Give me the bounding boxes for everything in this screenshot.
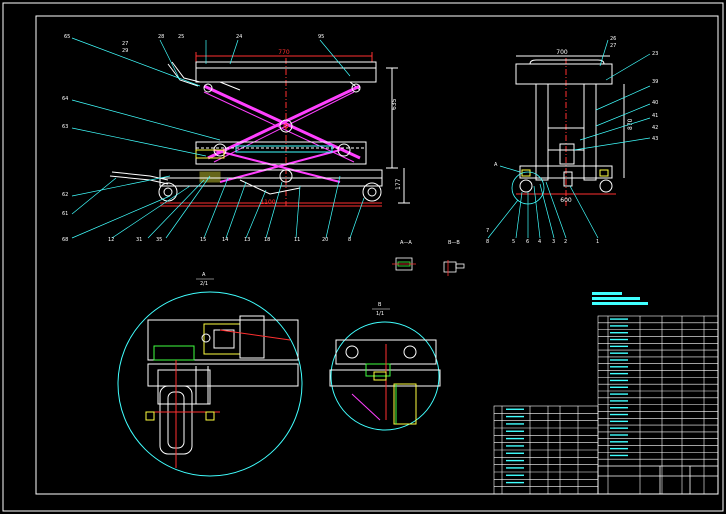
svg-text:12: 12 — [108, 237, 114, 243]
parts-row-text — [610, 407, 628, 409]
svg-text:31: 31 — [136, 237, 142, 243]
parts-row-text — [610, 447, 628, 450]
svg-text:13: 13 — [244, 237, 250, 243]
svg-text:1: 1 — [596, 239, 599, 245]
section-bb-label: B—B — [448, 240, 460, 246]
bom-row-text — [506, 437, 524, 440]
bom-row-text — [506, 445, 524, 447]
bom-row-text — [506, 452, 524, 454]
parts-row-text — [610, 345, 628, 348]
bom-row-text — [506, 467, 524, 469]
svg-text:61: 61 — [62, 211, 68, 217]
parts-row-text — [610, 338, 628, 341]
svg-text:40: 40 — [652, 100, 658, 106]
detail-a-label: A — [202, 272, 206, 278]
svg-text:15: 15 — [200, 237, 206, 243]
detail-b-label: B — [378, 302, 382, 308]
parts-row-text — [610, 441, 628, 443]
section-aa-label: A—A — [400, 240, 412, 246]
svg-text:7: 7 — [486, 228, 489, 234]
bom-row-text — [506, 408, 524, 410]
inner-frame — [35, 15, 719, 495]
parts-row-text — [610, 379, 628, 382]
parts-row-text — [610, 332, 628, 334]
parts-row-text — [610, 372, 628, 375]
svg-text:25: 25 — [178, 34, 184, 40]
detail-a: A 2/1 — [117, 272, 303, 477]
bom-row-text — [506, 459, 524, 462]
title-block — [597, 465, 719, 495]
parts-row-text — [610, 400, 628, 402]
svg-text:18: 18 — [264, 237, 270, 243]
dim-side-bottom: 600 — [560, 197, 572, 204]
front-view: 770 — [109, 49, 410, 207]
svg-text:23: 23 — [652, 51, 658, 57]
detail-a-scale: 2/1 — [200, 281, 208, 287]
svg-text:11: 11 — [294, 237, 300, 243]
parts-row-text — [610, 393, 628, 395]
svg-text:42: 42 — [652, 125, 658, 131]
parts-row-text — [610, 454, 628, 457]
svg-text:24: 24 — [236, 34, 242, 40]
svg-text:62: 62 — [62, 192, 68, 198]
svg-text:39: 39 — [652, 79, 658, 85]
bom-row-text — [506, 481, 524, 484]
parts-row-text — [610, 325, 628, 327]
parts-row-text — [610, 318, 628, 320]
bom-row-text — [506, 474, 524, 476]
parts-list-table — [597, 315, 719, 495]
svg-text:41: 41 — [652, 113, 658, 119]
front-view-balloons: 65 27 29 28 25 24 95 64 63 62 61 68 12 3… — [62, 34, 351, 243]
detail-b: B 1/1 — [329, 302, 441, 431]
svg-text:A: A — [494, 162, 498, 168]
side-view: 700 600 870 — [511, 49, 634, 206]
dim-height-low: 177 — [395, 178, 402, 190]
svg-text:65: 65 — [64, 34, 70, 40]
svg-text:27: 27 — [122, 41, 128, 47]
svg-text:6: 6 — [526, 239, 529, 245]
parts-row-text — [610, 413, 628, 416]
dim-top-width: 770 — [278, 49, 290, 56]
svg-text:63: 63 — [62, 124, 68, 130]
side-view-leaders — [487, 39, 651, 239]
front-view-leaders — [71, 37, 365, 239]
svg-text:28: 28 — [158, 34, 164, 40]
dim-height-main: 635 — [391, 98, 398, 110]
tech-notes — [592, 292, 648, 305]
svg-text:27: 27 — [610, 43, 616, 49]
dim-bottom-width: 1100 — [260, 199, 275, 206]
svg-text:35: 35 — [156, 237, 162, 243]
svg-text:68: 68 — [62, 237, 68, 243]
bom-table — [493, 405, 599, 495]
svg-text:3: 3 — [552, 239, 555, 245]
parts-row-text — [610, 366, 628, 368]
bom-row-text — [506, 430, 524, 432]
bom-row-text — [506, 423, 524, 425]
svg-text:64: 64 — [62, 96, 68, 102]
parts-row-text — [610, 434, 628, 436]
side-view-balloons: 26 27 23 39 40 41 42 43 A 5 6 4 3 2 1 7 … — [486, 36, 658, 245]
svg-text:8: 8 — [486, 239, 489, 245]
parts-row-text — [610, 427, 628, 429]
svg-text:20: 20 — [322, 237, 328, 243]
svg-text:95: 95 — [318, 34, 324, 40]
svg-text:43: 43 — [652, 136, 658, 142]
detail-b-scale: 1/1 — [376, 311, 384, 317]
svg-text:14: 14 — [222, 237, 228, 243]
svg-text:5: 5 — [512, 239, 515, 245]
parts-row-text — [610, 386, 628, 388]
parts-row-text — [610, 420, 628, 423]
section-views: A—A B—B — [392, 240, 465, 276]
svg-text:4: 4 — [538, 239, 541, 245]
svg-text:8: 8 — [348, 237, 351, 243]
parts-row-text — [610, 352, 628, 354]
bom-row-text — [506, 415, 524, 418]
svg-text:29: 29 — [122, 48, 128, 54]
svg-text:2: 2 — [564, 239, 567, 245]
svg-text:26: 26 — [610, 36, 616, 42]
dim-side-top: 700 — [556, 49, 568, 56]
parts-row-text — [610, 359, 628, 361]
